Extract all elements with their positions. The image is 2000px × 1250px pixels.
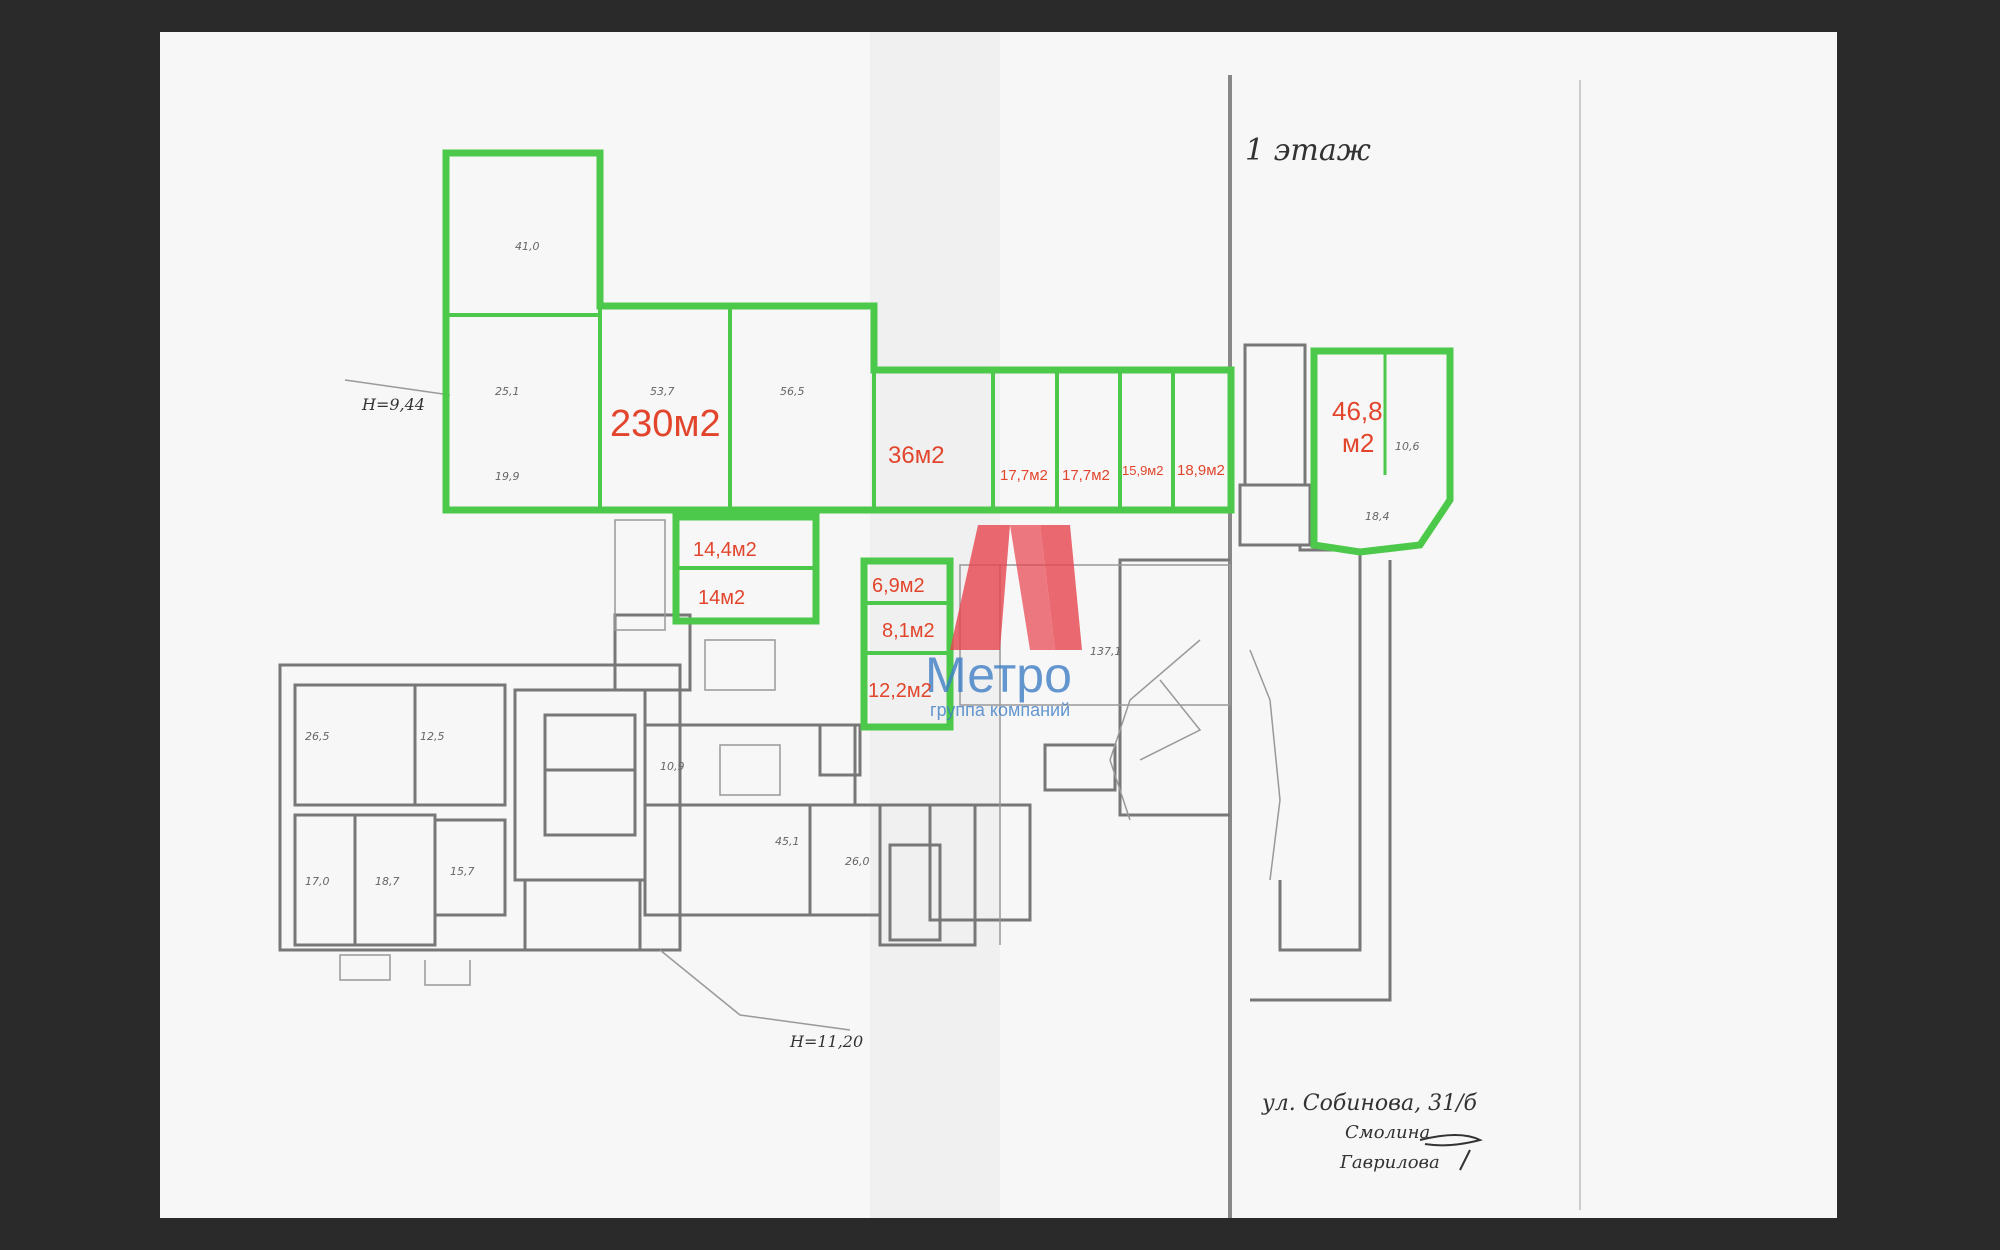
room-number: 18,4 xyxy=(1365,510,1390,523)
room-number: 137,1 xyxy=(1090,645,1122,658)
handwritten-notes: 1 этаж ул. Собинова, 31/б Смолина Гаврил… xyxy=(361,133,1483,1173)
metro-logo-watermark: Метро группа компаний xyxy=(925,525,1082,720)
unit-46-8-outline[interactable] xyxy=(1310,347,1454,556)
area-label-230: 230м2 xyxy=(610,403,721,445)
signature-name-1: Смолина xyxy=(1345,1122,1430,1143)
room-number: 56,5 xyxy=(780,385,805,398)
unit-small-block-outline[interactable] xyxy=(860,557,954,731)
area-label-6-9: 6,9м2 xyxy=(872,575,925,597)
room-number: 17,0 xyxy=(305,875,330,888)
highlighted-units xyxy=(442,149,1454,731)
signature-name-2: Гаврилова xyxy=(1339,1152,1440,1173)
height-mark-2: Н=11,20 xyxy=(789,1032,863,1051)
room-number: 26,0 xyxy=(845,855,870,868)
area-label-46-8: 46,8 xyxy=(1332,396,1383,426)
area-label-15-9: 15,9м2 xyxy=(1122,463,1163,478)
area-label-14: 14м2 xyxy=(698,587,745,609)
room-number: 18,7 xyxy=(375,875,400,888)
logo-m-left-icon xyxy=(950,525,1010,650)
room-number: 19,9 xyxy=(495,470,520,483)
area-labels: 230м2 36м2 17,7м2 17,7м2 15,9м2 18,9м2 1… xyxy=(610,396,1383,702)
area-label-36: 36м2 xyxy=(888,442,945,469)
room-number: 25,1 xyxy=(495,385,520,398)
height-mark-1: Н=9,44 xyxy=(361,395,425,414)
room-number: 12,5 xyxy=(420,730,445,743)
room-number: 15,7 xyxy=(450,865,475,878)
room-numbers: 41,0 25,1 53,7 56,5 19,9 137,1 45,1 26,0… xyxy=(305,240,1420,888)
floor-title: 1 этаж xyxy=(1245,133,1371,168)
room-number: 41,0 xyxy=(515,240,540,253)
watermark-tagline: группа компаний xyxy=(930,700,1070,720)
area-label-8-1: 8,1м2 xyxy=(882,620,935,642)
room-number: 10,6 xyxy=(1395,440,1420,453)
area-label-46-8-unit: м2 xyxy=(1342,428,1374,458)
address-note: ул. Собинова, 31/б xyxy=(1261,1091,1477,1116)
watermark-brand: Метро xyxy=(925,647,1072,703)
room-number: 53,7 xyxy=(650,385,675,398)
area-label-12-2: 12,2м2 xyxy=(868,680,932,702)
room-number: 10,9 xyxy=(660,760,685,773)
room-number: 45,1 xyxy=(775,835,800,848)
area-label-17-7-a: 17,7м2 xyxy=(1000,467,1048,484)
room-number: 26,5 xyxy=(305,730,330,743)
area-label-17-7-b: 17,7м2 xyxy=(1062,467,1110,484)
area-label-14-4: 14,4м2 xyxy=(693,539,757,561)
signature-mark xyxy=(1419,1134,1483,1171)
area-label-18-9: 18,9м2 xyxy=(1177,462,1225,479)
